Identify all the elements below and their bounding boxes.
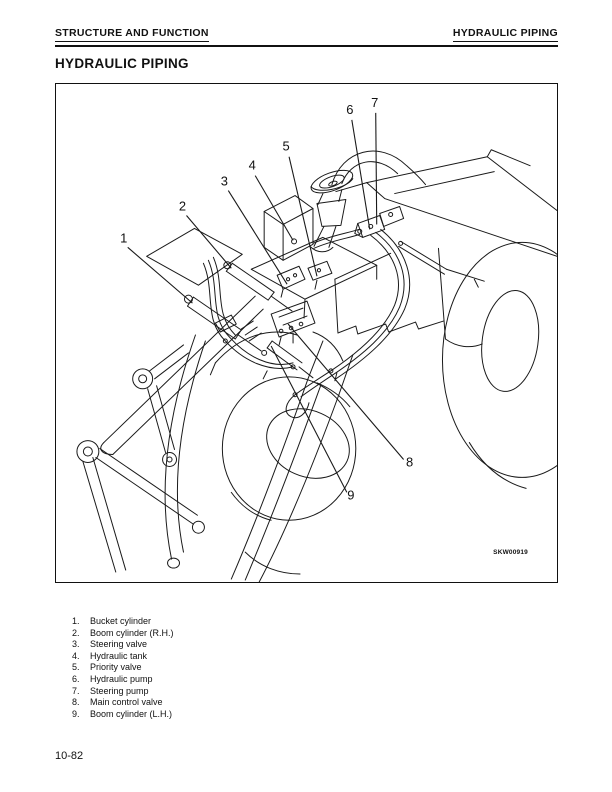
callout-leader-4 <box>254 175 294 241</box>
page-header: STRUCTURE AND FUNCTION HYDRAULIC PIPING <box>55 27 558 42</box>
legend-item-label: Bucket cylinder <box>90 616 152 626</box>
callout-leader-2 <box>186 215 232 269</box>
callout-number-1: 1 <box>120 230 127 245</box>
legend-item: 4. Hydraulic tank <box>72 651 174 663</box>
rear-wheel <box>441 241 557 489</box>
header-chapter-title: HYDRAULIC PIPING <box>452 27 558 42</box>
legend-item: 6. Hydraulic pump <box>72 674 174 686</box>
callout-number-6: 6 <box>346 102 353 117</box>
legend-item: 1. Bucket cylinder <box>72 616 174 628</box>
steering-console <box>309 189 347 253</box>
legend-item-label: Hydraulic tank <box>90 650 148 661</box>
legend-item-number: 2. <box>72 627 80 638</box>
legend-item: 9. Boom cylinder (L.H.) <box>72 709 174 721</box>
legend-item: 5. Priority valve <box>72 662 174 674</box>
legend-item-number: 6. <box>72 673 80 684</box>
figure-code: SKW00919 <box>493 549 528 556</box>
legend-item-number: 9. <box>72 708 80 719</box>
legend-item-number: 1. <box>72 616 80 626</box>
rear-hood <box>334 149 557 348</box>
wheel-loader-line-art <box>76 149 557 582</box>
legend-item: 8. Main control valve <box>72 697 174 709</box>
boom-cylinder-lh-part <box>266 340 314 379</box>
header-rule <box>55 45 558 48</box>
misc-fittings <box>214 228 479 398</box>
page-title: HYDRAULIC PIPING <box>55 56 189 71</box>
callout-number-9: 9 <box>347 487 354 502</box>
callout-leader-8 <box>287 323 405 460</box>
callout-number-4: 4 <box>249 158 256 173</box>
callout-leader-3 <box>227 190 288 285</box>
callout-number-7: 7 <box>371 95 378 110</box>
front-fender <box>209 331 344 376</box>
legend-item-number: 3. <box>72 639 80 650</box>
figure-box: 1 2 3 4 5 6 7 8 9 SKW00919 <box>55 83 558 583</box>
figure-callouts: 1 2 3 4 5 6 7 8 9 <box>120 95 413 502</box>
wheel-loader-diagram: 1 2 3 4 5 6 7 8 9 <box>76 95 557 582</box>
legend-item-number: 5. <box>72 662 80 673</box>
legend-item-label: Boom cylinder (L.H.) <box>90 708 173 719</box>
callout-number-3: 3 <box>221 174 228 189</box>
priority-valve-block <box>307 260 333 290</box>
steering-wheel <box>310 169 354 194</box>
legend-item-label: Main control valve <box>90 697 163 708</box>
callout-leader-5 <box>288 156 318 277</box>
loader-arms <box>76 295 354 582</box>
callout-number-8: 8 <box>406 454 413 469</box>
hose-lines <box>202 228 485 419</box>
callout-number-5: 5 <box>282 139 289 154</box>
boom-cylinder-rh-part <box>223 261 293 312</box>
main-control-valve-block <box>270 300 316 346</box>
legend-item-label: Steering pump <box>90 685 149 696</box>
legend-item: 7. Steering pump <box>72 686 174 698</box>
front-wheel <box>221 376 357 521</box>
rear-fender <box>331 150 427 186</box>
callout-leader-1 <box>127 246 193 304</box>
left-platform <box>146 227 243 286</box>
legend-item-number: 4. <box>72 650 80 661</box>
callout-leader-9 <box>270 345 348 493</box>
callout-number-2: 2 <box>179 198 186 213</box>
legend-item-label: Priority valve <box>90 662 142 673</box>
legend-item-label: Hydraulic pump <box>90 673 153 684</box>
page-number: 10-82 <box>55 750 84 762</box>
legend-item-number: 7. <box>72 685 80 696</box>
callout-leader-6 <box>351 119 371 230</box>
legend-item-label: Boom cylinder (R.H.) <box>90 627 174 638</box>
legend-item-number: 8. <box>72 697 80 708</box>
legend-item-label: Steering valve <box>90 639 148 650</box>
steering-valve-block <box>276 265 306 298</box>
legend-item: 2. Boom cylinder (R.H.) <box>72 628 174 640</box>
header-section-title: STRUCTURE AND FUNCTION <box>55 27 209 42</box>
legend-item: 3. Steering valve <box>72 639 174 651</box>
callout-leader-7 <box>375 112 378 225</box>
pump-blocks <box>354 206 405 238</box>
